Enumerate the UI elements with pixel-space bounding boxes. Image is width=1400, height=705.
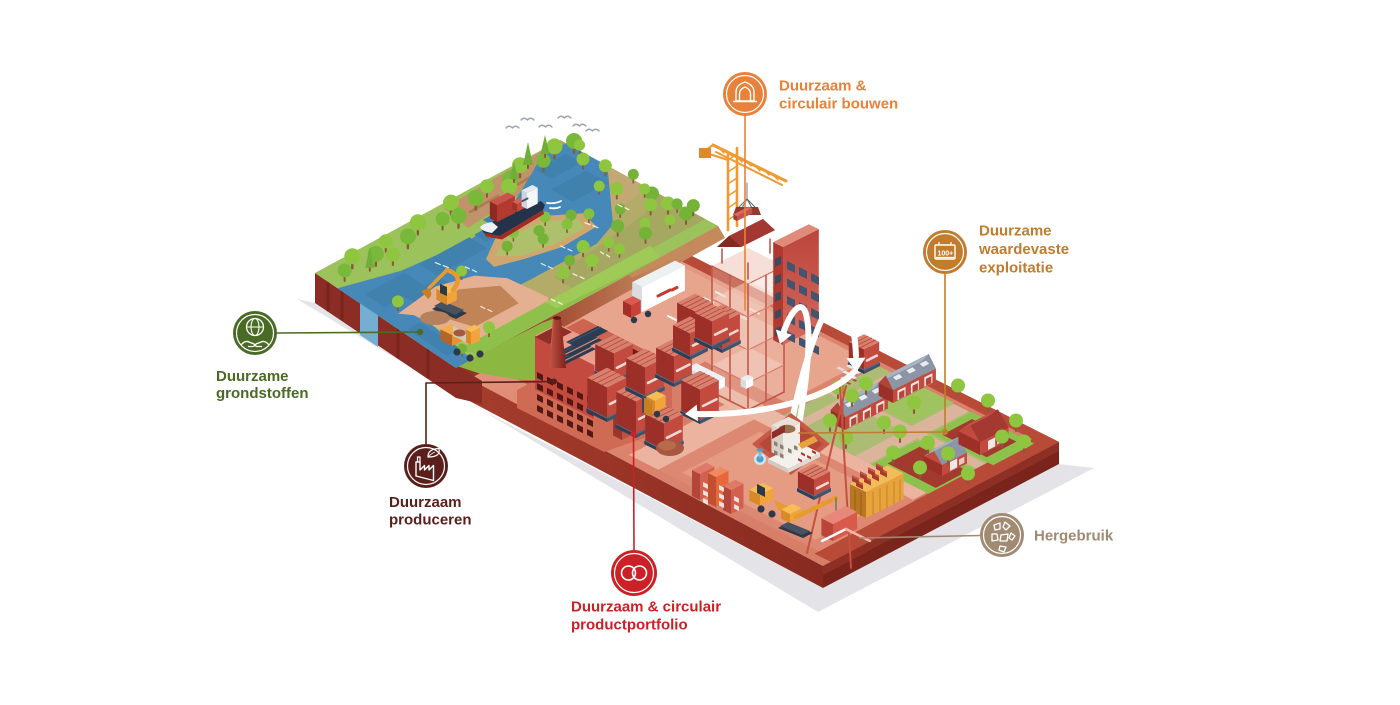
- svg-text:Hergebruik: Hergebruik: [1034, 528, 1114, 545]
- svg-text:100+: 100+: [938, 251, 954, 258]
- svg-text:Duurzaam &circulair bouwen: Duurzaam &circulair bouwen: [779, 78, 898, 113]
